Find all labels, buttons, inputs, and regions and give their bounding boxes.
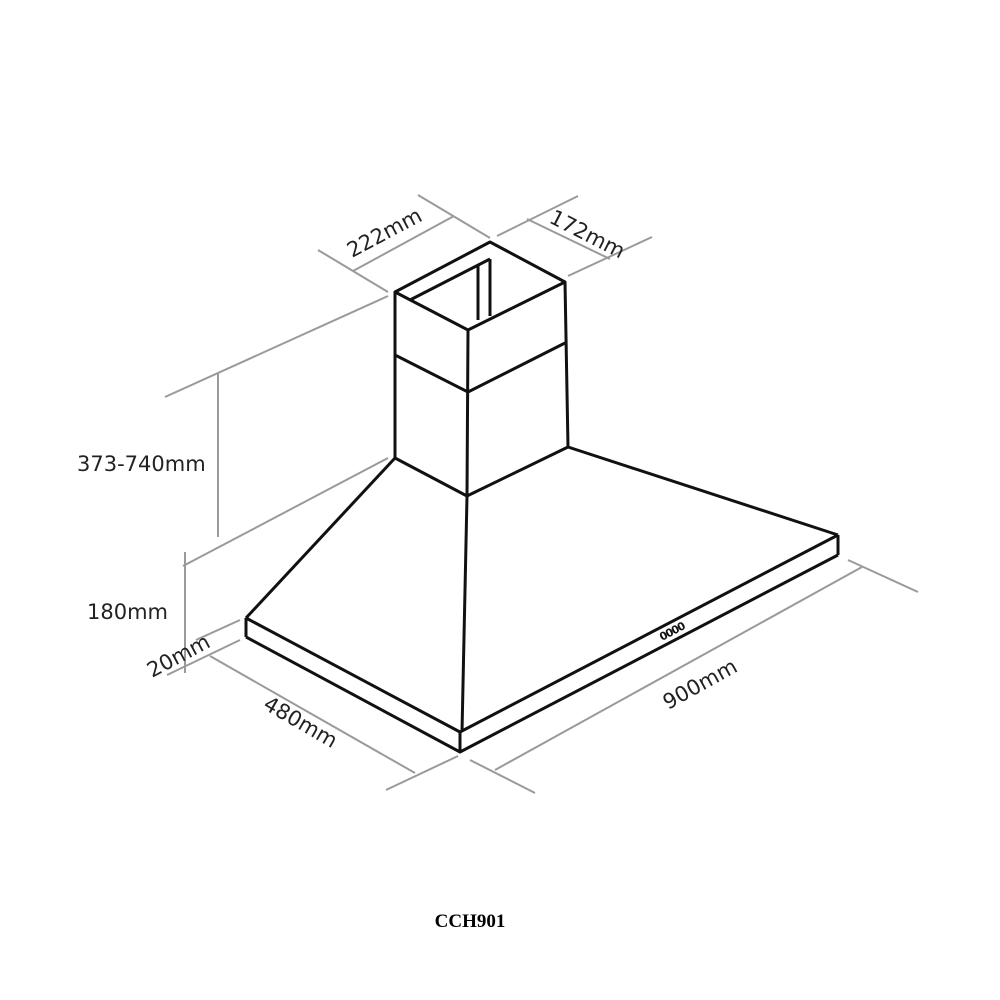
- label-base-thickness: 20mm: [143, 629, 214, 682]
- label-chimney-height: 373-740mm: [77, 452, 206, 476]
- dimension-lines: [164, 194, 919, 794]
- model-name: CCH901: [435, 911, 506, 932]
- label-width: 900mm: [659, 654, 741, 714]
- hood-outline: [244, 240, 840, 754]
- label-depth: 480mm: [260, 692, 342, 753]
- chimney-top: [393, 240, 567, 332]
- label-canopy-height: 180mm: [87, 600, 168, 624]
- chimney-joint: [394, 341, 566, 394]
